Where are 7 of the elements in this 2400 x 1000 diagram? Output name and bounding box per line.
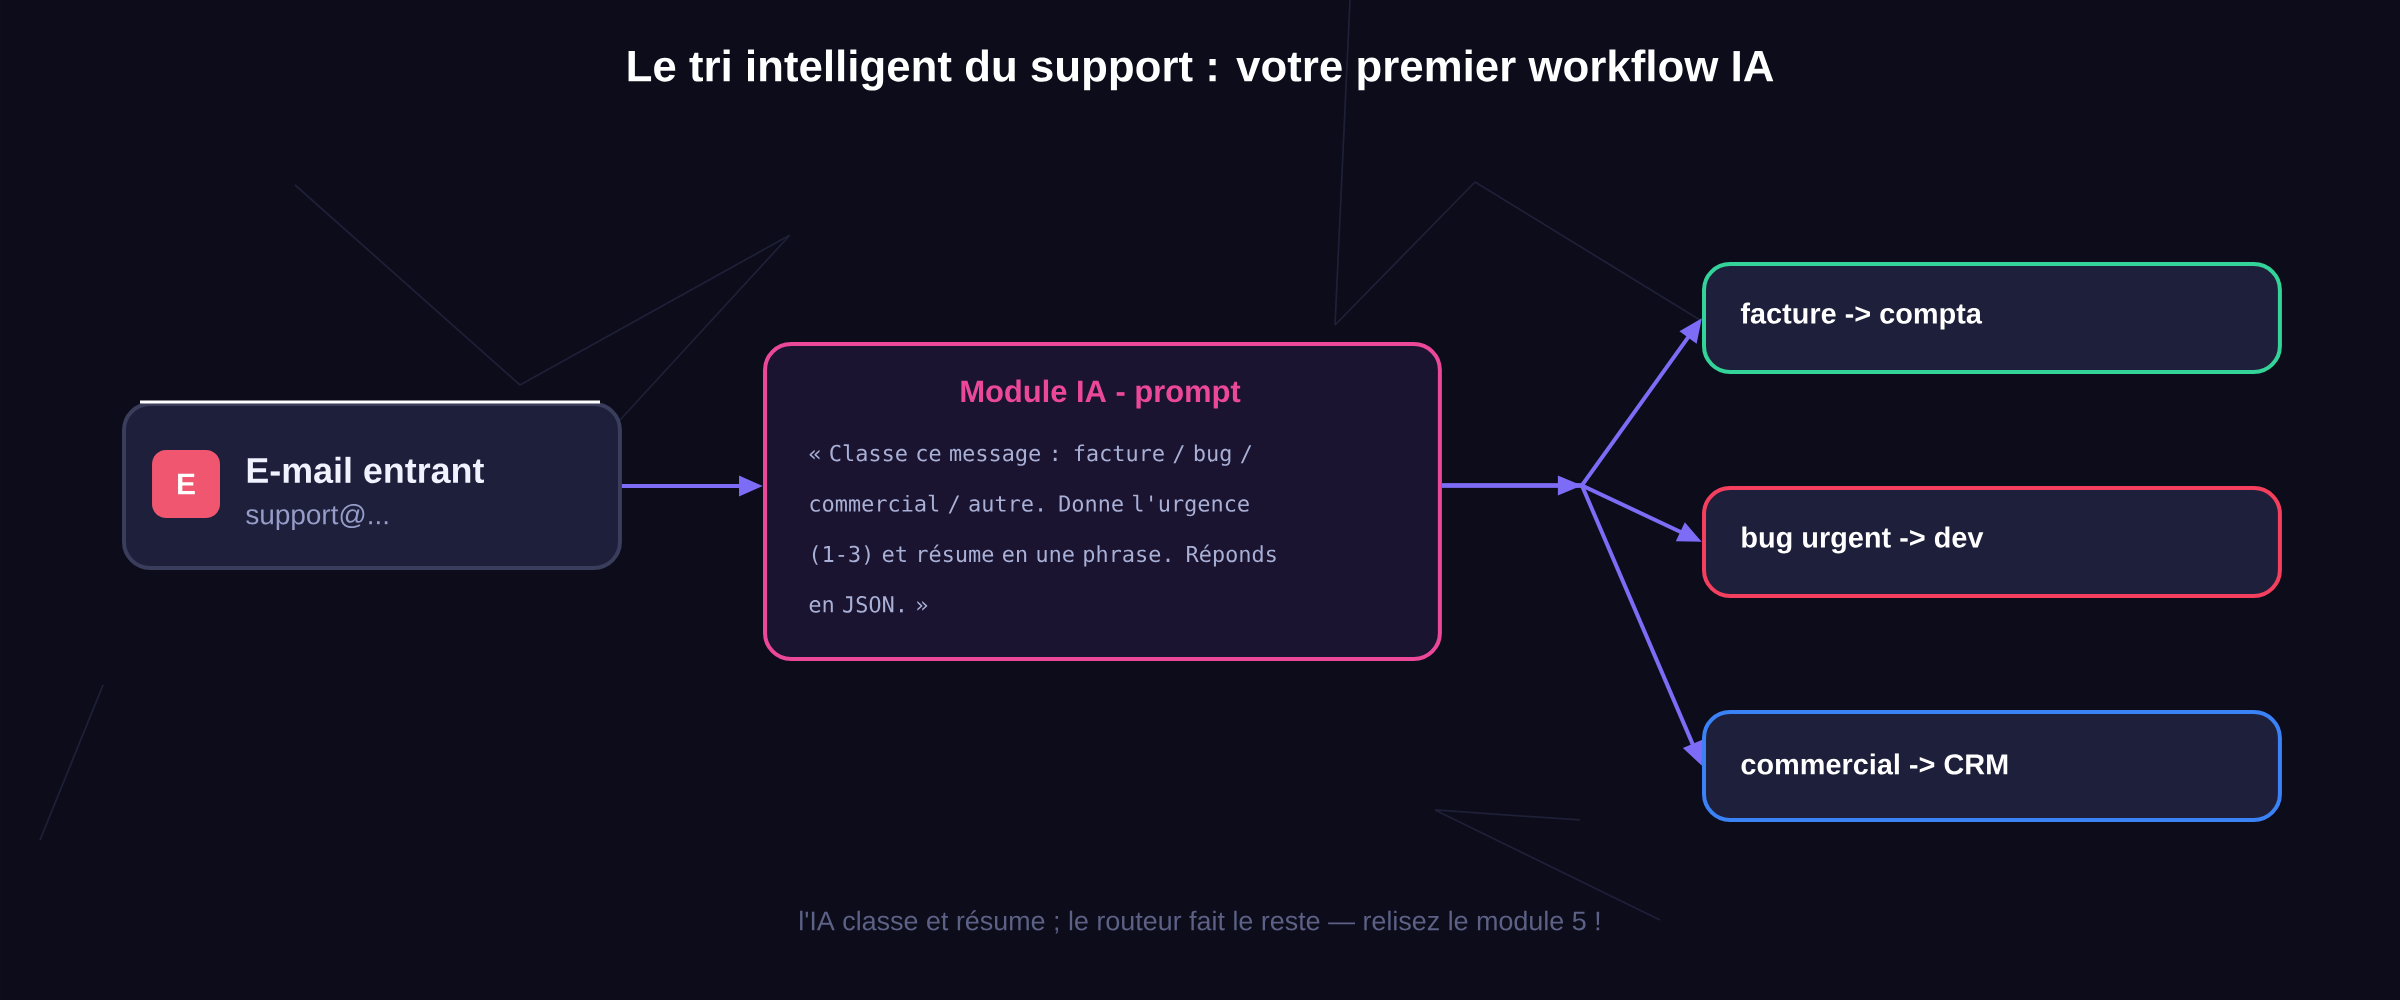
title: Le tri intelligent du support : votre premier workflow IA — [628, 49, 1774, 91]
caption: l'IA classe et résume ; le routeur fait le reste — relisez le module 5 ! — [800, 910, 1600, 934]
prompt-box: Module IA - prompt « Classe ce message : facture / bug / commercial / autre. Donne l'urgence (1-3) et résume en une phrase. Réponds en JSON. » — [763, 342, 1442, 661]
input-card: E E-mail entrant support@... — [122, 400, 622, 570]
output-box: commercial -> CRM — [1702, 710, 2282, 822]
output-box: bug urgent -> dev — [1702, 486, 2282, 598]
output-box: facture -> compta — [1702, 262, 2282, 374]
